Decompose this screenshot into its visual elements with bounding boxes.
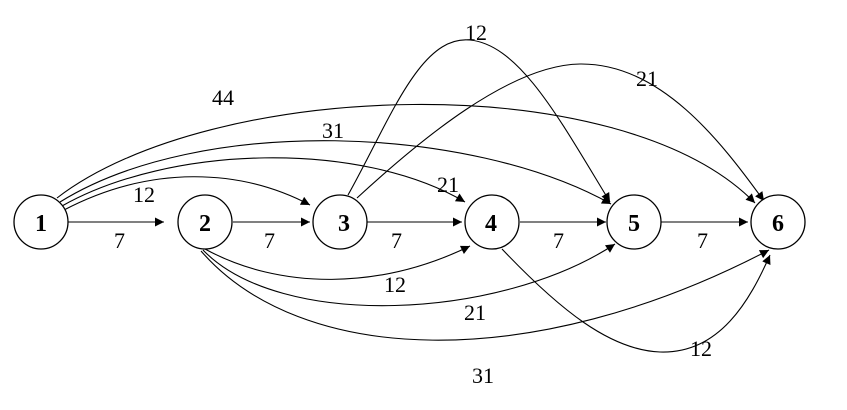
- edge-1-4-weight: 21: [437, 172, 459, 197]
- node-3-label: 3: [338, 211, 350, 237]
- node-2: 2: [177, 194, 233, 250]
- edge-1-3: 12: [63, 176, 311, 211]
- edge-1-5: 31: [59, 118, 612, 205]
- node-6-label: 6: [772, 211, 784, 237]
- node-4: 4: [464, 194, 520, 250]
- node-5: 5: [606, 194, 662, 250]
- node-6: 6: [750, 194, 806, 250]
- node-1: 1: [13, 194, 69, 250]
- edges: 7 7 7 7 7 12 21 31: [56, 20, 771, 388]
- edge-4-5-weight: 7: [553, 228, 564, 253]
- edge-2-6-weight: 31: [472, 363, 494, 388]
- edge-3-6: 21: [356, 63, 765, 202]
- edge-5-6-weight: 7: [697, 228, 708, 253]
- edge-3-5-weight: 12: [465, 20, 487, 45]
- edge-1-2: 7: [68, 217, 164, 253]
- node-1-label: 1: [35, 211, 47, 237]
- edge-5-6: 7: [661, 217, 748, 253]
- edge-1-2-weight: 7: [114, 228, 125, 253]
- node-5-label: 5: [628, 211, 640, 237]
- edge-3-4-weight: 7: [391, 228, 402, 253]
- edge-3-5: 12: [347, 20, 611, 203]
- edge-1-6-weight: 44: [212, 85, 234, 110]
- edge-1-6: 44: [56, 85, 756, 204]
- node-2-label: 2: [199, 211, 211, 237]
- edge-4-6-weight: 12: [690, 336, 712, 361]
- edge-2-4-weight: 12: [384, 272, 406, 297]
- edge-2-6: 31: [200, 249, 770, 388]
- edge-3-4: 7: [367, 217, 462, 253]
- edge-4-5: 7: [520, 217, 606, 253]
- edge-1-5-weight: 31: [322, 118, 344, 143]
- edge-1-3-weight: 12: [133, 182, 155, 207]
- edge-2-4: 12: [204, 245, 471, 297]
- edge-2-5-weight: 21: [464, 300, 486, 325]
- edge-3-6-weight: 21: [636, 66, 658, 91]
- edge-2-3: 7: [233, 217, 310, 253]
- edge-1-4: 21: [61, 157, 466, 207]
- edge-4-6: 12: [501, 248, 771, 361]
- edge-2-3-weight: 7: [264, 228, 275, 253]
- node-3: 3: [312, 194, 368, 250]
- node-4-label: 4: [485, 211, 497, 237]
- edge-2-5: 21: [202, 243, 616, 325]
- nodes: 1 2 3 4 5 6: [13, 194, 806, 250]
